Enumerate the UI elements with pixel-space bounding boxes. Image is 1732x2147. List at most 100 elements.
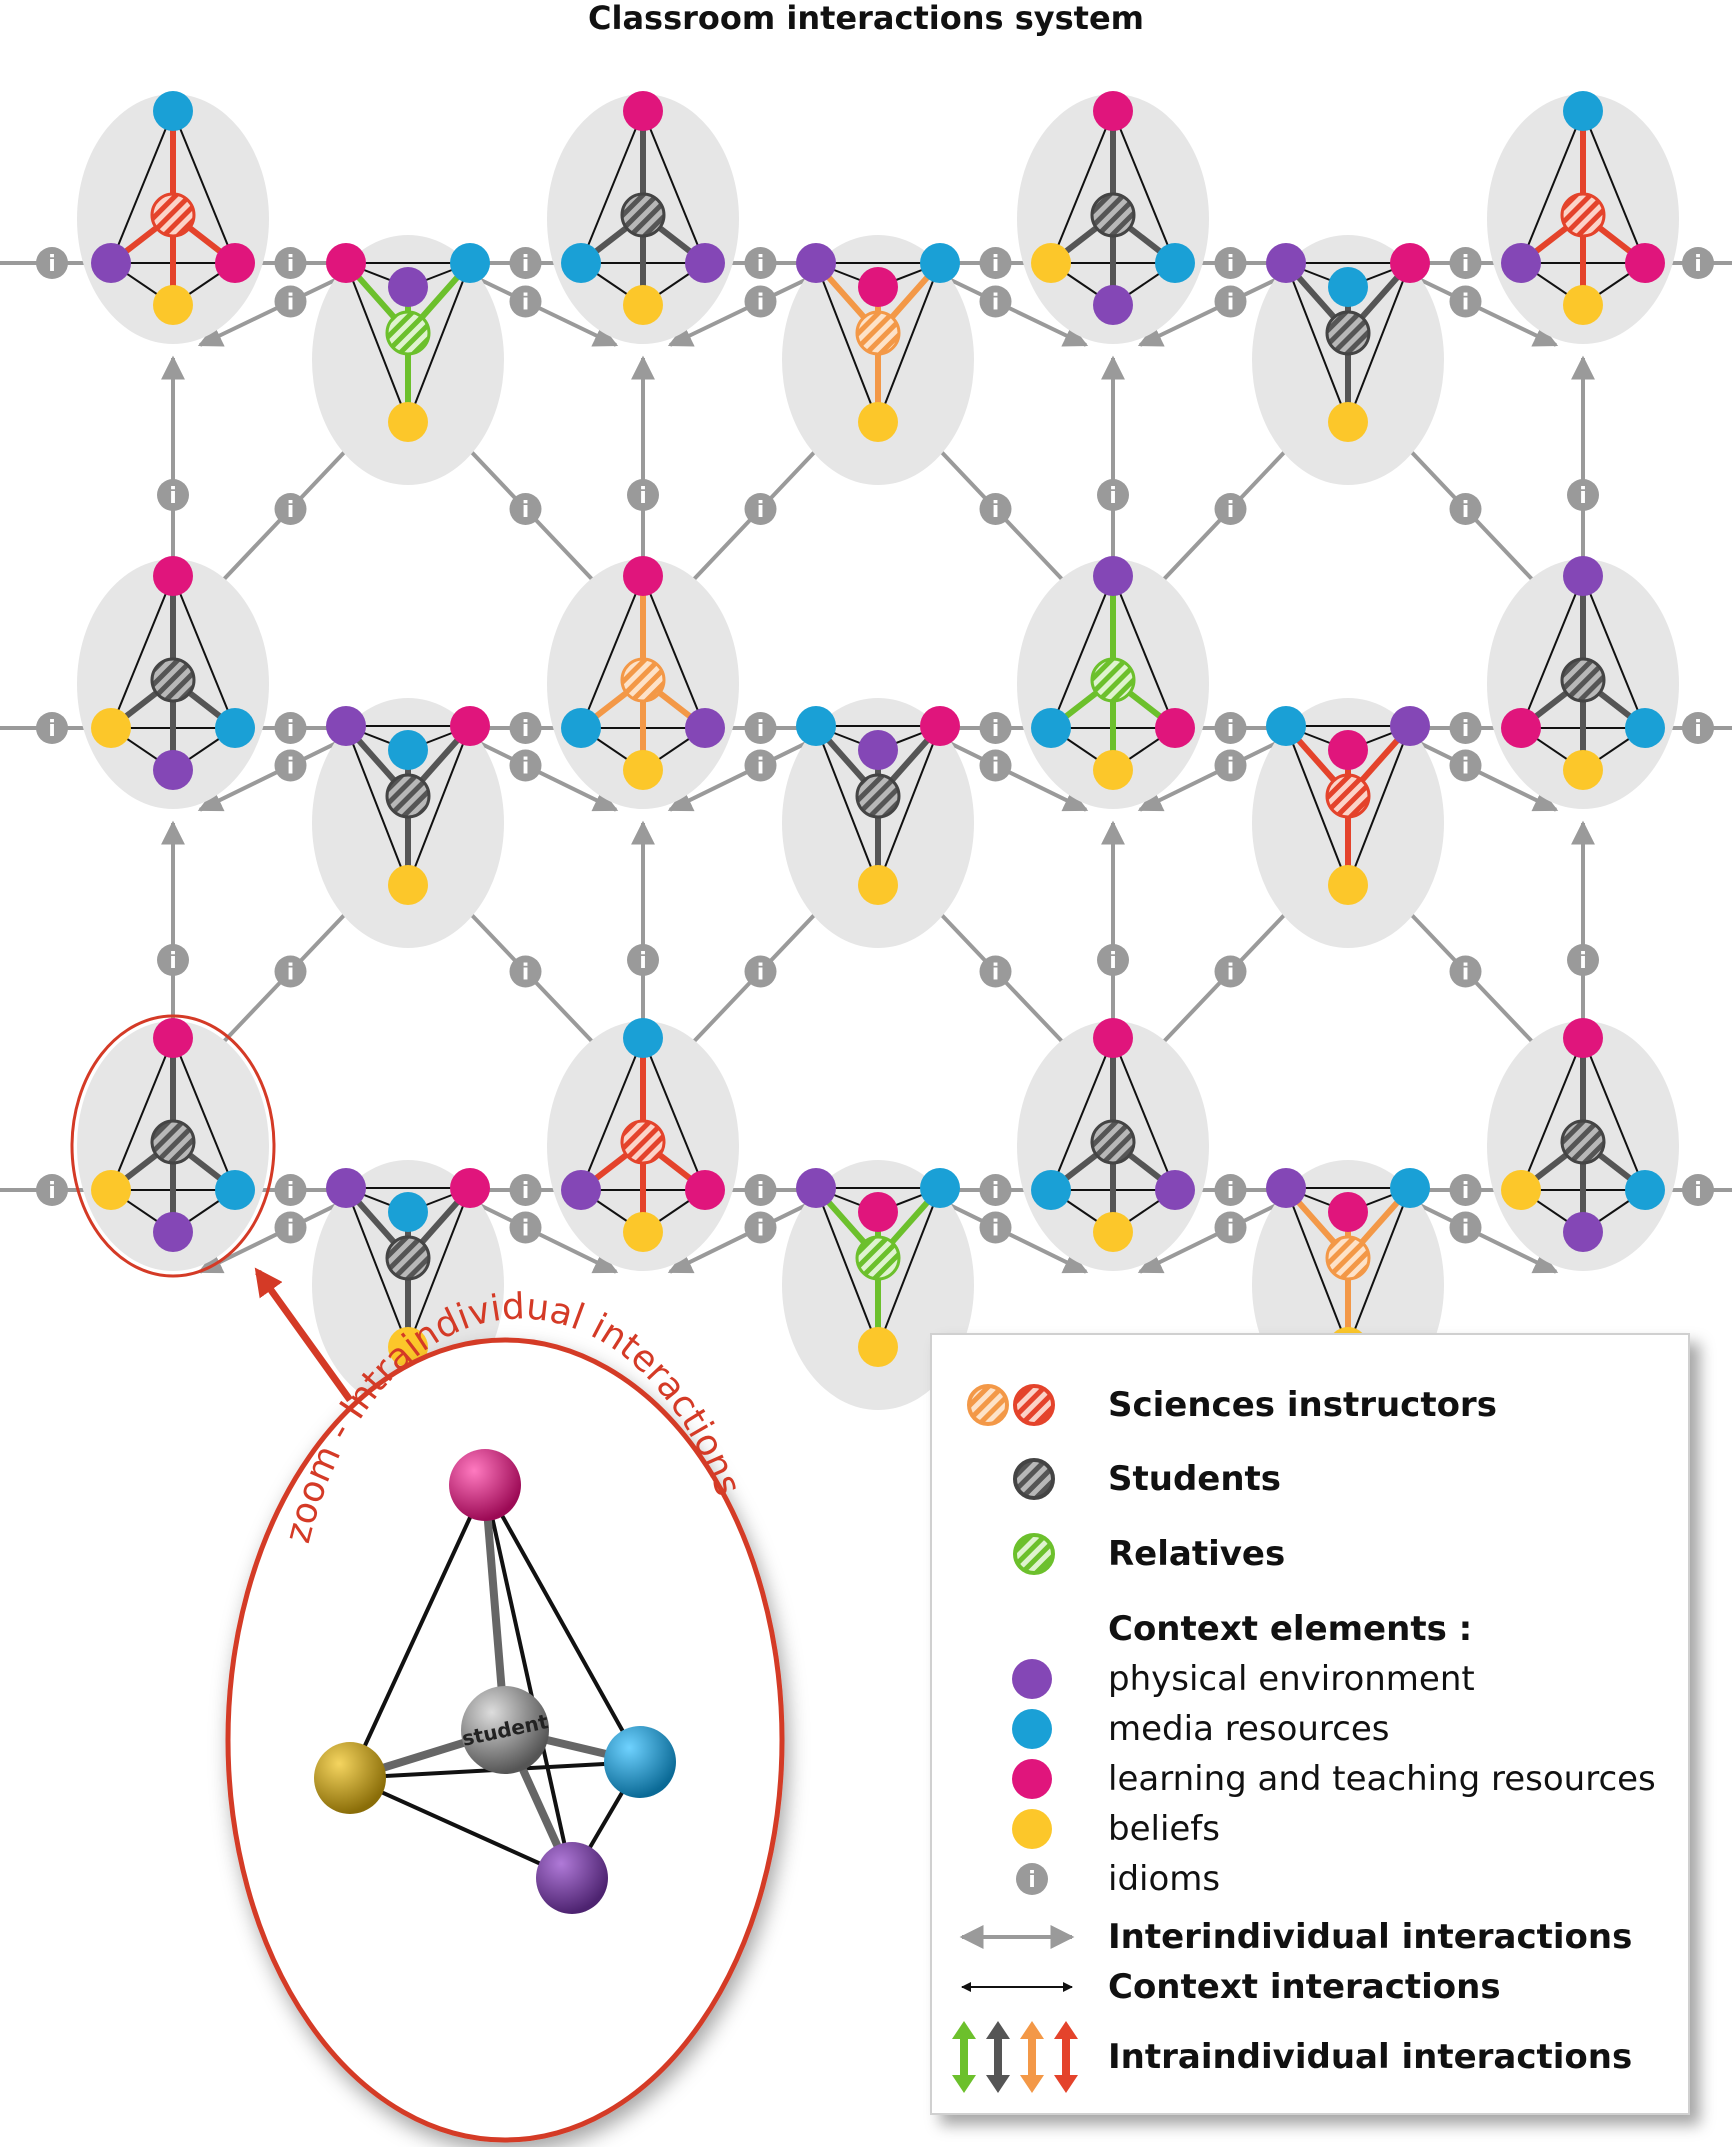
idiom-i-label: i [1462,1217,1470,1242]
learning-resources-dot-icon [920,706,960,746]
individual-hatched-circle-icon [150,657,196,703]
media-resources-dot-icon [153,91,193,131]
context-interaction-line [407,262,471,423]
learning-resources-dot-icon [1501,708,1541,748]
svg-text:i: i [1028,1868,1036,1893]
idiom-i-label: i [287,755,295,780]
colored-vertical-arrows-icon [952,2021,1078,2093]
context-interaction-line [1347,262,1411,423]
idiom-i-icon: i [509,285,542,318]
physical-environment-dot-icon [1093,285,1133,325]
idiom-i-label: i [1227,717,1235,742]
context-interaction-line [407,1187,471,1348]
individual-hatched-circle-icon [855,310,901,356]
idiom-i-icon: i [744,712,777,744]
learning-resources-dot-icon [1155,708,1195,748]
learning-resources-dot-icon [1390,243,1430,283]
context-interaction-line [1347,1187,1411,1348]
idiom-i-label: i [48,717,56,742]
media-resources-dot-icon [215,1170,255,1210]
individual-hatched-circle-icon [620,1119,666,1165]
media-resources-dot-icon [796,706,836,746]
beliefs-dot-icon [858,402,898,442]
idiom-i-label: i [757,291,765,316]
context-interaction-line [1285,1187,1349,1348]
media-resources-dot-icon [1012,1709,1052,1749]
idiom-i-icon: i [274,285,307,318]
context-interaction-line [1582,110,1646,264]
idiom-i-label: i [992,961,1000,986]
legend-row-students: Students [932,1457,1688,1501]
legend-row-learning: learning and teaching resources [932,1757,1688,1801]
context-interaction-line [345,262,409,423]
media-resources-dot-icon [1031,1170,1071,1210]
idiom-i-icon: i [1449,712,1482,744]
idiom-i-icon: i [979,1174,1012,1206]
learning-resources-dot-icon [153,1018,193,1058]
legend: Sciences instructors Students Relatives … [930,1333,1690,2115]
idiom-i-icon: i [509,712,542,744]
context-interaction-line [1112,1037,1176,1191]
physical-environment-sphere-icon [536,1842,608,1914]
learning-resources-dot-icon [1625,243,1665,283]
idiom-i-icon: i [1682,1174,1714,1206]
media-resources-dot-icon [561,708,601,748]
legend-row-media: media resources [932,1707,1688,1751]
context-interaction-line [642,110,706,264]
physical-environment-dot-icon [685,708,725,748]
media-resources-dot-icon [1563,91,1603,131]
idiom-i-label: i [1227,291,1235,316]
individual-hatched-circle-icon [150,1119,196,1165]
context-interaction-line [580,110,644,264]
idiom-i-icon: i [744,285,777,318]
context-interaction-line [1582,575,1646,729]
media-resources-dot-icon [215,708,255,748]
idiom-i-label: i [1227,961,1235,986]
physical-environment-dot-icon [1563,1212,1603,1252]
beliefs-dot-icon [623,1212,663,1252]
context-interaction-line [1520,110,1584,264]
context-interaction-line [877,262,941,423]
legend-label-physical: physical environment [1108,1659,1475,1699]
idiom-i-icon: i [1567,479,1599,511]
idiom-i-icon: i [274,493,307,525]
idiom-i-icon: i [1214,955,1247,988]
idiom-i-icon: i [1214,1174,1247,1206]
media-resources-dot-icon [1266,706,1306,746]
idiom-i-icon: i [274,955,307,988]
media-resources-dot-icon [1031,708,1071,748]
physical-environment-dot-icon [326,706,366,746]
beliefs-dot-icon [1501,1170,1541,1210]
idiom-i-label: i [992,717,1000,742]
idiom-i-label: i [287,1179,295,1204]
context-interaction-line [345,1187,409,1348]
context-interaction-line [815,262,879,423]
idiom-i-label: i [639,484,647,509]
idiom-i-icon: i [1449,247,1482,279]
individual-cell [1252,698,1444,948]
idiom-i-icon: i [1567,944,1599,976]
idiom-i-label: i [522,755,530,780]
legend-row-interindividual: Interindividual interactions [932,1915,1688,1959]
physical-environment-dot-icon [1266,243,1306,283]
learning-resources-dot-icon [450,706,490,746]
idiom-i-icon: i [979,285,1012,318]
individual-hatched-circle-icon [385,773,431,819]
legend-label-idioms: idioms [1108,1859,1221,1899]
media-resources-dot-icon [920,243,960,283]
idiom-i-label: i [287,1217,295,1242]
idiom-i-label: i [757,1217,765,1242]
beliefs-dot-icon [388,1327,428,1367]
individual-cell [77,91,269,344]
context-interaction-line [1285,262,1349,423]
zoom-pointer-arrow [254,1267,353,1403]
media-resources-dot-icon [623,1018,663,1058]
idiom-i-label: i [992,755,1000,780]
learning-resources-dot-icon [450,1168,490,1208]
beliefs-dot-icon [1093,1212,1133,1252]
context-interaction-line [1347,725,1411,886]
idiom-i-label: i [522,291,530,316]
physical-environment-dot-icon [91,243,131,283]
idiom-i-icon: i [509,955,542,988]
legend-row-context-interactions: Context interactions [932,1965,1688,2009]
